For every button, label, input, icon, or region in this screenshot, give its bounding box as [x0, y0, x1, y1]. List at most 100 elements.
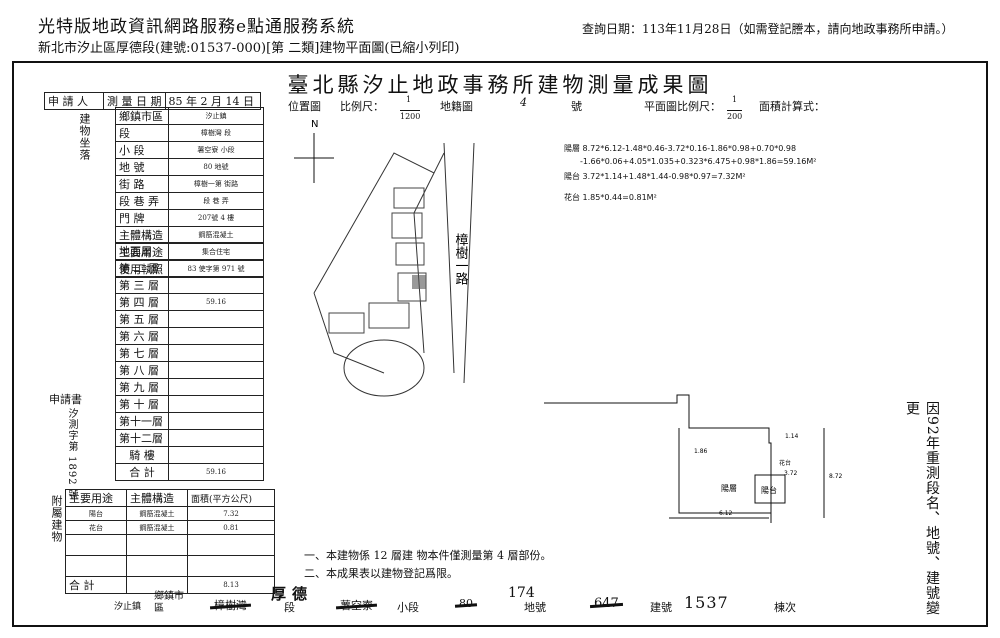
- plan-main-label: 陽層: [721, 484, 737, 493]
- bottom-new-landno: 174: [508, 585, 535, 601]
- annex-total-label: 合 計: [65, 576, 127, 594]
- floor-label: 地面層: [115, 242, 169, 260]
- plan-scale-label: 平面圖比例尺：: [644, 100, 721, 113]
- info-row-value: 汐止鎮: [168, 107, 264, 125]
- info-row-value: 鋼筋混凝土: [168, 226, 264, 244]
- bottom-new-section: 厚德: [271, 585, 314, 603]
- floor-row: 第十一層: [115, 412, 264, 430]
- map-number: 4: [520, 96, 527, 109]
- location-map: N 樟樹一路: [294, 119, 475, 397]
- info-row: 街 路樟樹一第 街路: [115, 175, 264, 193]
- annex-header-use: 主要用途: [65, 489, 127, 507]
- floor-row: 第 五 層: [115, 310, 264, 328]
- footnote-2: 二、本成果表以建物登記爲限。: [304, 567, 458, 580]
- floor-row: 第 三 層: [115, 276, 264, 294]
- bottom-old-buildno: 647: [594, 596, 619, 611]
- floor-label: 第 三 層: [115, 276, 169, 294]
- dimension-114: 1.14: [785, 433, 799, 440]
- info-row-value: 80 地號: [168, 158, 264, 176]
- formula-line: 陽層 8.72*6.12-1.48*0.46-3.72*0.16-1.86*0.…: [564, 144, 797, 153]
- formula-line: -1.66*0.06+4.05*1.035+0.323*6.475+0.98*1…: [580, 157, 817, 166]
- remeasure-note: 因92年重測段名、地號、建號變更: [904, 401, 940, 616]
- info-row-label: 地 號: [115, 158, 169, 176]
- building-location-label: 建物坐落: [78, 113, 91, 161]
- bottom-town: 汐止鎮: [114, 602, 142, 612]
- floor-label: 第 六 層: [115, 327, 169, 345]
- plan-scale-den: 200: [727, 110, 743, 121]
- floor-area: [168, 378, 264, 396]
- bottom-landno-label: 地號: [524, 601, 546, 614]
- info-row-label: 段 巷 弄: [115, 192, 169, 210]
- annex-area: 0.81: [187, 520, 275, 535]
- north-label: N: [311, 119, 318, 130]
- info-row-value: 樟樹一第 街路: [168, 175, 264, 193]
- floor-area: [168, 412, 264, 430]
- location-scale-num: 1: [406, 95, 412, 104]
- plan-outline: [544, 394, 772, 523]
- floor-row: 第 七 層: [115, 344, 264, 362]
- floor-area: [168, 242, 264, 260]
- floor-area: [168, 395, 264, 413]
- annex-use: 花台: [65, 520, 127, 535]
- balcony-outline: [754, 474, 786, 504]
- annex-total-value: 8.13: [187, 576, 275, 594]
- info-row-label: 街 路: [115, 175, 169, 193]
- floor-area: [168, 429, 264, 447]
- dimension-372: 3.72: [784, 470, 798, 477]
- road-label: 樟樹一路: [453, 233, 469, 285]
- info-row: 主體構造鋼筋混凝土: [115, 226, 264, 244]
- plan-flower-label: 花台: [779, 459, 791, 467]
- floor-label: 第十二層: [115, 429, 169, 447]
- formula-line: 陽台 3.72*1.14+1.48*1.44-0.98*0.97=7.32M²: [564, 172, 746, 181]
- floor-row: 第十二層: [115, 429, 264, 447]
- floor-label: 第 二 層: [115, 259, 169, 277]
- bottom-old-section: 樟樹灣: [214, 599, 247, 612]
- registration-table: 申 請 人 測 量 日 期 85 年 2 月 14 日: [44, 92, 261, 110]
- floor-plan: 陽層 陽台 花台 6.12 8.72 3.72 1.14 1.86: [544, 394, 843, 523]
- bottom-section-label: 段: [284, 601, 295, 614]
- floor-area: [168, 327, 264, 345]
- floor-label: 第 七 層: [115, 344, 169, 362]
- info-row-label: 段: [115, 124, 169, 142]
- formula-line: 花台 1.85*0.44=0.81M²: [564, 193, 657, 202]
- annex-area: 7.32: [187, 506, 275, 521]
- bottom-subsection-label: 小段: [397, 601, 419, 614]
- info-row-label: 鄉鎮市區: [115, 107, 169, 125]
- info-row: 鄉鎮市區汐止鎮: [115, 107, 264, 125]
- info-row: 段 巷 弄段 巷 弄: [115, 192, 264, 210]
- floor-area: [168, 276, 264, 294]
- info-row: 段樟樹灣 段: [115, 124, 264, 142]
- sheet-title: 臺北縣汐止地政事務所建物測量成果圖: [287, 73, 713, 97]
- info-row: 小 段薯空寮 小段: [115, 141, 264, 159]
- bottom-new-buildno: 1537: [684, 593, 729, 612]
- info-row-value: 段 巷 弄: [168, 192, 264, 210]
- annex-header-area: 面積(平方公尺): [187, 489, 275, 507]
- bottom-old-landno: 80: [459, 597, 473, 610]
- floor-area: [168, 361, 264, 379]
- road-edge: [443, 142, 475, 384]
- arcade-label: 騎 樓: [115, 446, 169, 464]
- document-subtitle: 新北市汐止區厚德段(建號:01537-000)[第 二類]建物平面圖(已縮小列印…: [38, 41, 460, 56]
- query-date: 查詢日期：113年11月28日（如需登記謄本，請向地政事務所申請。）: [582, 22, 954, 36]
- total-value: 59.16: [168, 463, 264, 481]
- dimension-872: 8.72: [829, 473, 843, 480]
- info-row-value: 207號 4 樓: [168, 209, 264, 227]
- floor-row: 地面層: [115, 242, 264, 260]
- annex-structure: 鋼筋混凝土: [126, 506, 188, 521]
- area-calc-label: 面積計算式：: [759, 100, 825, 113]
- annex-use: 陽台: [65, 506, 127, 521]
- cadastral-label: 地籍圖: [440, 100, 473, 113]
- application-number: 汐測字第 1892 號: [66, 408, 77, 501]
- application-label: 申請書: [49, 393, 82, 406]
- floor-label: 第 五 層: [115, 310, 169, 328]
- location-scale-den: 1200: [400, 110, 421, 121]
- bottom-build-label: 建號: [650, 601, 672, 614]
- floor-row: 第 六 層: [115, 327, 264, 345]
- annex-label: 附屬建物: [50, 495, 63, 543]
- floor-row: 第 十 層: [115, 395, 264, 413]
- total-label: 合 計: [115, 463, 169, 481]
